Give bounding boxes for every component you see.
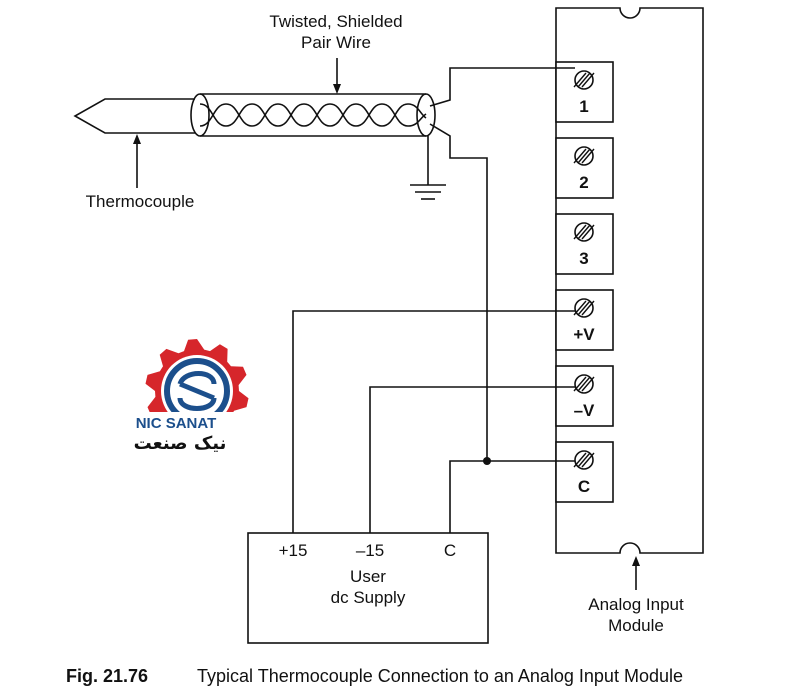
nic-sanat-watermark: NIC SANAT نیک صنعت	[120, 339, 249, 454]
logo-latin-text: NIC SANAT	[136, 415, 217, 432]
terminal-screw-hatch	[577, 300, 591, 316]
cable-label-line2: Pair Wire	[301, 33, 371, 52]
terminal-label: C	[578, 477, 590, 496]
terminal-screw-hatch	[573, 452, 587, 468]
module-label-line1: Analog Input	[588, 595, 684, 614]
terminal-label: 3	[579, 249, 588, 268]
terminal-screw-hatch	[573, 300, 587, 316]
terminal-label: 2	[579, 173, 588, 192]
lead-to-terminal-c	[429, 123, 488, 461]
logo-s-mark	[177, 371, 217, 411]
terminal-screw-hatch	[581, 300, 595, 316]
terminal-screw-hatch	[581, 452, 595, 468]
module-label-line2: Module	[608, 616, 664, 635]
terminal-2: 2	[555, 137, 614, 199]
terminal-screw-hatch	[573, 72, 587, 88]
terminal-1: 1	[555, 61, 614, 123]
supply-label-line2: dc Supply	[331, 588, 406, 607]
terminal-label: –V	[574, 401, 595, 420]
module-arrowhead	[632, 556, 640, 566]
terminal-screw-hatch	[577, 452, 591, 468]
lead-to-terminal-1	[429, 67, 575, 107]
figure-number: Fig. 21.76	[66, 666, 148, 686]
terminal-screw-hatch	[577, 148, 591, 164]
cable-end-left	[190, 93, 210, 137]
terminal-screw-hatch	[577, 376, 591, 392]
wire-minus15-to-minusv	[369, 386, 575, 533]
cable-arrowhead	[333, 84, 341, 94]
figure-caption: Typical Thermocouple Connection to an An…	[197, 666, 683, 686]
logo-persian-text: نیک صنعت	[134, 433, 227, 454]
supply-terminal-c: C	[444, 541, 456, 560]
terminal-screw-hatch	[573, 224, 587, 240]
wire-plus15-to-plusv	[292, 310, 575, 533]
twisted-pair-2	[199, 103, 427, 127]
terminal-screw-hatch	[573, 376, 587, 392]
terminal-screw-hatch	[581, 72, 595, 88]
supply-terminal-minus15: –15	[356, 541, 384, 560]
terminal-screw-hatch	[581, 148, 595, 164]
supply-label-line1: User	[350, 567, 386, 586]
terminal-screw-hatch	[577, 72, 591, 88]
cable-end-right	[416, 93, 436, 137]
thermocouple-probe	[73, 98, 195, 134]
thermocouple-label: Thermocouple	[86, 192, 195, 211]
thermocouple-arrowhead	[133, 134, 141, 144]
wire-to-c-terminal	[449, 460, 575, 533]
terminal-screw-hatch	[581, 224, 595, 240]
terminal-c: C	[555, 441, 614, 503]
shielded-cable	[200, 93, 426, 137]
terminal-box	[555, 137, 614, 199]
terminal-plus-v: +V	[555, 289, 614, 351]
cable-label-line1: Twisted, Shielded	[269, 12, 402, 31]
terminal-screw-hatch	[577, 224, 591, 240]
logo-text-backdrop	[120, 412, 238, 452]
terminal-3: 3	[555, 213, 614, 275]
terminal-minus-v: –V	[555, 365, 614, 427]
terminal-label: 1	[579, 97, 588, 116]
supply-terminal-plus15: +15	[279, 541, 308, 560]
terminal-screw-hatch	[581, 376, 595, 392]
terminal-label: +V	[573, 325, 595, 344]
terminal-screw-hatch	[573, 148, 587, 164]
user-dc-supply	[247, 532, 489, 644]
